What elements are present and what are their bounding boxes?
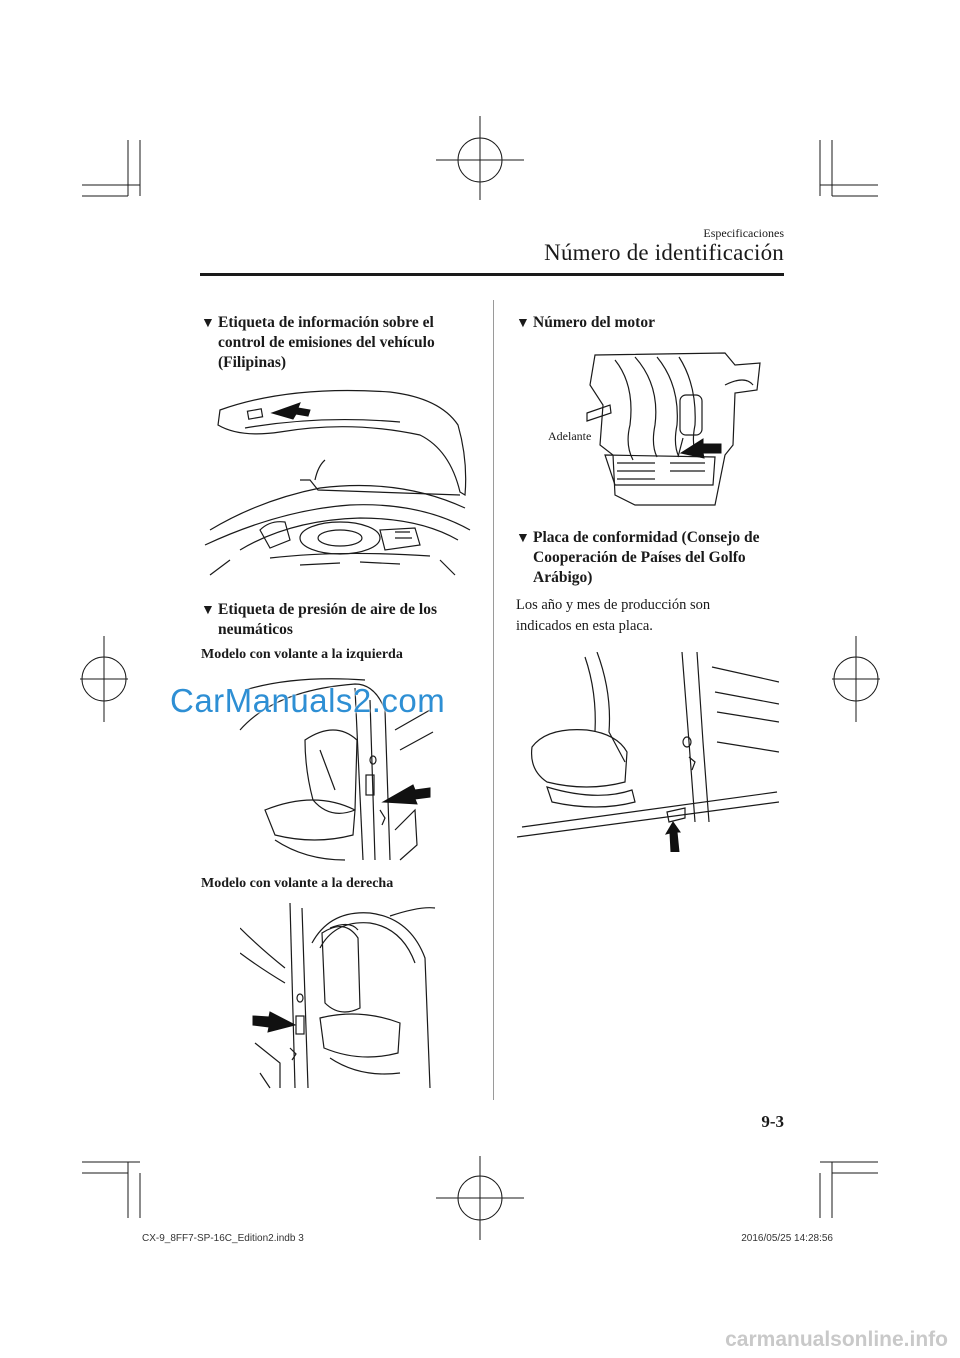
conformity-plate-description: Los año y mes de producción son indicado… — [516, 597, 711, 634]
carmanuals-watermark: CarManuals2.com — [170, 682, 446, 719]
engine-front-label: Adelante — [548, 429, 592, 443]
column-divider — [493, 300, 494, 1100]
engine-block-illustration — [586, 352, 761, 506]
subheading-left-hand-drive: Modelo con volante a la izquierda — [201, 647, 403, 662]
page-number: 9-3 — [761, 1112, 784, 1131]
section-label: Especificaciones — [703, 226, 784, 240]
hood-open-illustration — [204, 389, 471, 576]
door-pillar-lhd-illustration — [239, 678, 434, 861]
heading-marker-icon: ▼ — [201, 316, 215, 331]
heading-engine-number: ▼ Número del motor — [516, 313, 655, 333]
page-title: Número de identificación — [544, 240, 784, 265]
heading-marker-icon: ▼ — [516, 531, 530, 546]
heading-marker-icon: ▼ — [516, 316, 530, 331]
conformity-plate-illustration — [517, 652, 779, 852]
footer-timestamp: 2016/05/25 14:28:56 — [741, 1233, 833, 1244]
subheading-right-hand-drive: Modelo con volante a la derecha — [201, 876, 394, 891]
site-watermark: carmanualsonline.info — [725, 1328, 948, 1351]
heading-emission-label: ▼ Etiqueta de información sobre el contr… — [201, 314, 435, 371]
heading-tire-pressure-label: ▼ Etiqueta de presión de aire de los neu… — [201, 601, 438, 638]
heading-conformity-plate: ▼ Placa de conformidad (Consejo de Coope… — [516, 529, 760, 586]
heading-marker-icon: ▼ — [201, 603, 215, 618]
header-rule — [200, 273, 784, 276]
footer-file-name: CX-9_8FF7-SP-16C_Edition2.indb 3 — [142, 1233, 304, 1244]
door-pillar-rhd-illustration — [240, 902, 436, 1089]
